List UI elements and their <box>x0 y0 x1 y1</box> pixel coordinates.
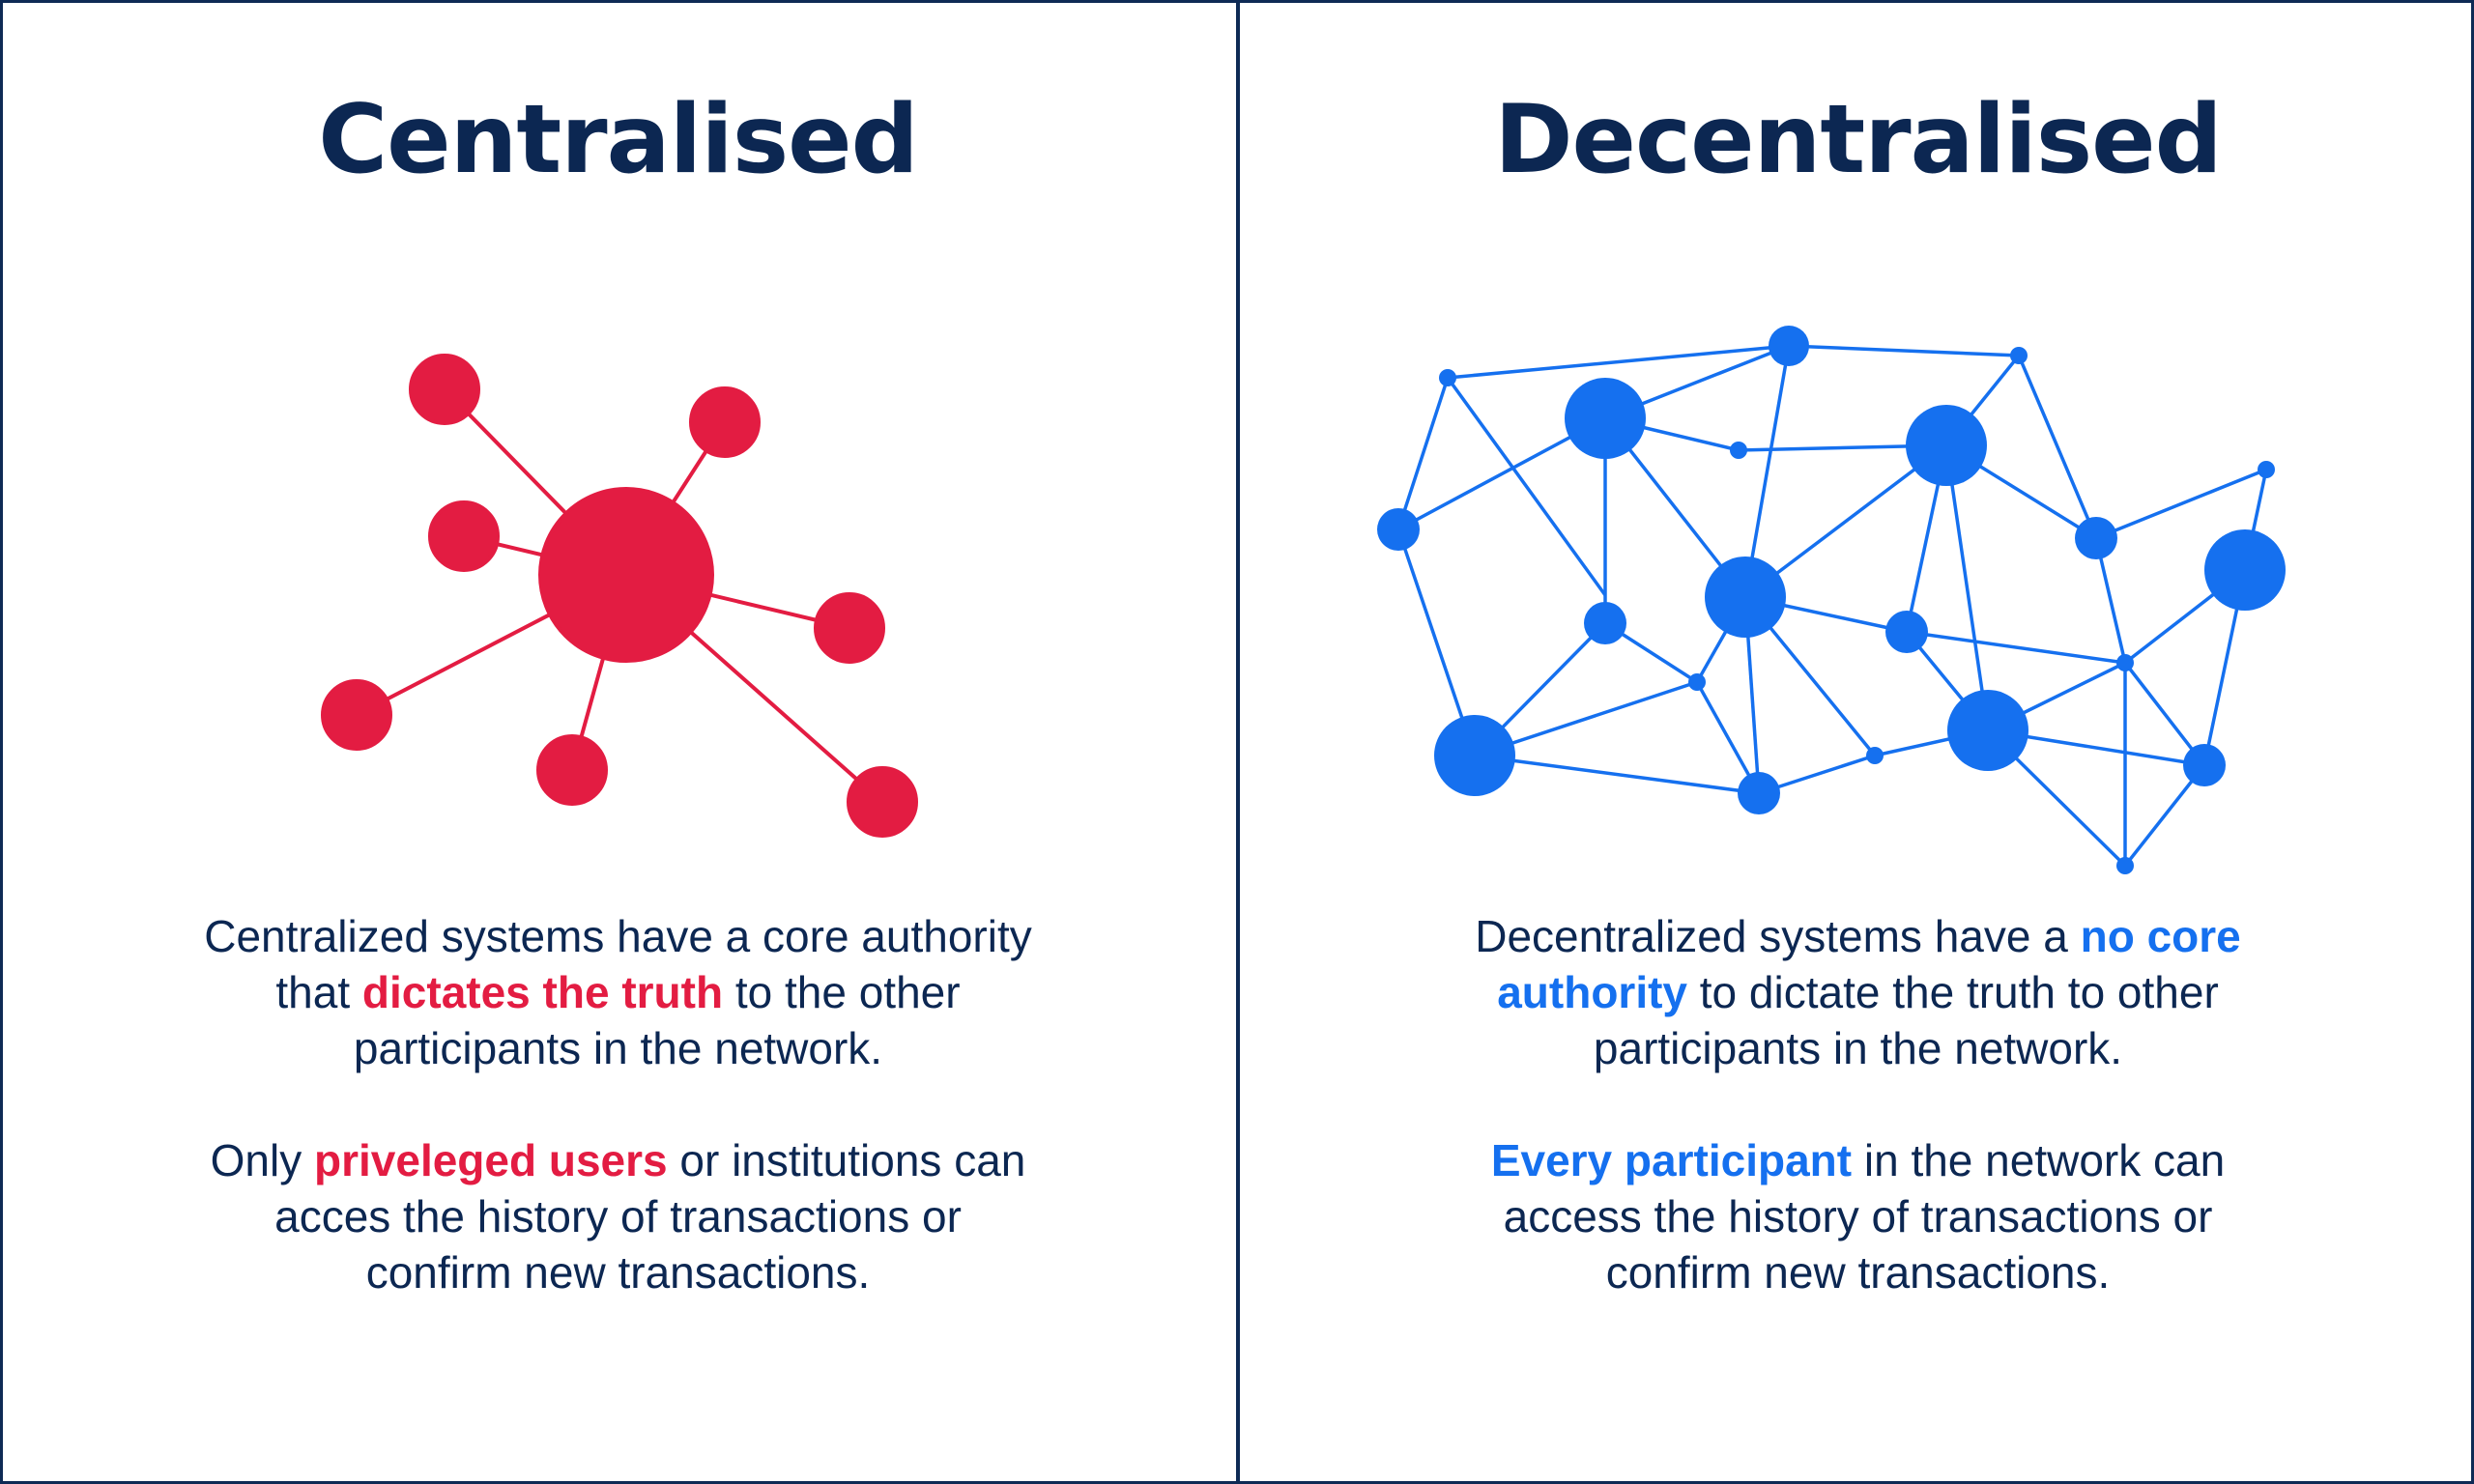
highlight-dictates-the-truth: dictates the truth <box>361 967 724 1017</box>
highlight-every-participant: Every participant <box>1490 1135 1853 1185</box>
peer-node <box>1434 715 1515 796</box>
text-segment: to the other <box>723 967 961 1017</box>
peer-node <box>321 679 392 751</box>
decentralised-panel: Decentralised <box>1240 0 2474 1484</box>
centralised-panel: Centralised Centralized systems have a c… <box>0 0 1236 1484</box>
mesh-line <box>1743 443 1948 599</box>
decentralised-network-diagram <box>1377 326 2286 874</box>
text-line: that dictates the truth to the other <box>0 964 1236 1020</box>
mesh-line <box>1906 630 2126 665</box>
mesh-line <box>2123 661 2206 767</box>
decentralised-title: Decentralised <box>1494 85 2223 195</box>
highlight-no-core: no core <box>2080 911 2241 961</box>
text-line: Only priveleged users or institutions ca… <box>0 1132 1236 1188</box>
peer-node <box>1584 602 1626 644</box>
peer-node <box>1885 611 1928 653</box>
mesh-line <box>1944 444 1990 731</box>
mesh-line <box>1474 754 1760 795</box>
peer-node <box>428 500 500 572</box>
peer-node <box>1769 326 1809 366</box>
centralised-access-description: Only priveleged users or institutions ca… <box>0 1132 1236 1300</box>
peer-node <box>2116 857 2134 874</box>
peer-node <box>1705 556 1786 638</box>
mesh-line <box>2095 468 2267 540</box>
peer-node <box>2258 461 2275 478</box>
mesh-line <box>1788 344 2020 357</box>
text-segment: to dictate the truth to other <box>1687 967 2219 1017</box>
peer-node <box>2183 744 2226 786</box>
peer-node <box>2075 517 2117 559</box>
text-line: Every participant in the network can <box>1240 1132 2474 1188</box>
peer-node <box>2010 347 2028 364</box>
highlight-authority: authority <box>1497 967 1687 1017</box>
highlight-priveleged-users: priveleged users <box>314 1135 668 1185</box>
text-line: Decentralized systems have a no core <box>1240 908 2474 964</box>
mesh-line <box>1396 377 1450 530</box>
mesh-line <box>1446 376 1607 597</box>
peer-node <box>1866 747 1884 764</box>
text-segment: in the network can <box>1852 1135 2226 1185</box>
text-line: Centralized systems have a core authorit… <box>204 911 1032 961</box>
text-segment: or institutions can <box>667 1135 1026 1185</box>
mesh-line <box>1743 345 1791 598</box>
decentralised-access-description: Every participant in the network can acc… <box>1240 1132 2474 1300</box>
centralised-description: Centralized systems have a core authorit… <box>0 908 1236 1076</box>
text-line: acces the history of transactions or <box>274 1191 962 1241</box>
peer-node <box>1738 772 1780 814</box>
text-segment: that <box>275 967 362 1017</box>
panel-divider <box>1236 0 1240 1484</box>
peer-node <box>847 766 918 838</box>
text-line: participants in the network. <box>1593 1023 2123 1073</box>
text-line: confirm new transactions. <box>365 1247 871 1298</box>
peer-node <box>2204 529 2286 611</box>
text-line: authority to dictate the truth to other <box>1240 964 2474 1020</box>
peer-node <box>409 354 480 425</box>
peer-node <box>536 734 608 806</box>
text-segment: Only <box>210 1135 314 1185</box>
text-line: confirm new transactions. <box>1605 1247 2111 1298</box>
text-segment: Decentralized systems have a <box>1475 911 2081 961</box>
peer-node <box>1439 369 1456 386</box>
central-authority-node <box>538 487 714 663</box>
mesh-line <box>1447 344 1790 380</box>
mesh-line <box>2123 763 2206 868</box>
peer-node <box>1377 508 1420 551</box>
peer-node <box>814 592 885 664</box>
centralised-network-diagram <box>321 354 918 838</box>
text-line: participants in the network. <box>353 1023 883 1073</box>
centralised-title: Centralised <box>318 85 919 195</box>
decentralised-description: Decentralized systems have a no core aut… <box>1240 908 2474 1076</box>
peer-node <box>1730 442 1747 459</box>
mesh-line <box>2094 537 2127 664</box>
text-line: access the history of transactions or <box>1503 1191 2213 1241</box>
peer-node <box>2116 654 2134 671</box>
peer-node <box>1565 378 1646 459</box>
peer-node <box>689 386 761 458</box>
peer-node <box>1947 690 2028 771</box>
peer-node <box>1688 673 1706 691</box>
mesh-line <box>2017 355 2098 539</box>
peer-node <box>1906 405 1987 486</box>
